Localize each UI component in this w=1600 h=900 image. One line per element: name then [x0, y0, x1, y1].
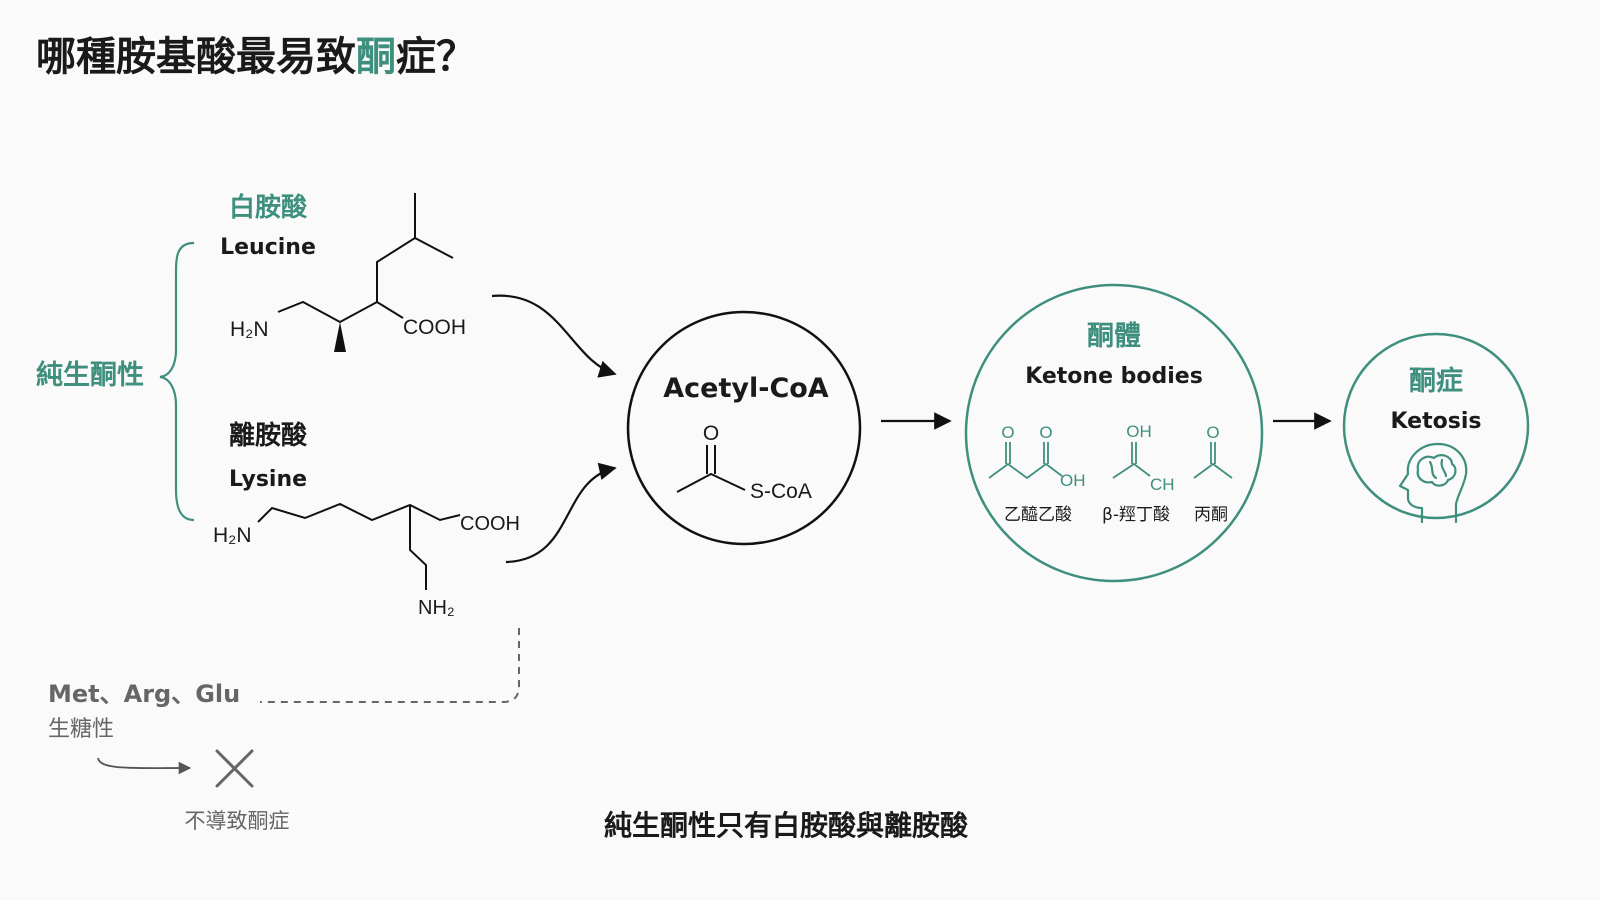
- acetoacetate-structure: [988, 442, 1063, 480]
- hydroxybutyrate-ch: CH: [1150, 475, 1175, 494]
- ketone-bodies-en: Ketone bodies: [1025, 364, 1203, 389]
- ketone-bodies-zh: 酮體: [1087, 321, 1141, 352]
- leucine-wedge-bond: [334, 322, 346, 352]
- acetyl-coa-label: Acetyl-CoA: [663, 373, 829, 404]
- glucogenic-dashed-connector: [260, 628, 520, 703]
- leucine-carboxyl: COOH: [403, 316, 466, 339]
- acetone-structure: [1193, 442, 1233, 479]
- group-brace: [159, 241, 195, 522]
- lysine-to-acetylcoa-arrow: [505, 462, 617, 564]
- leucine-amine: H₂N: [230, 318, 268, 341]
- acetoacetate-oxygen-2: O: [1039, 423, 1052, 442]
- ketosis-zh: 酮症: [1409, 366, 1463, 397]
- acetone-label: 丙酮: [1194, 505, 1228, 525]
- acetyl-coa-node: [626, 310, 862, 546]
- acetyl-coa-oxygen: O: [703, 422, 719, 445]
- glucogenic-label: 生糖性: [48, 717, 114, 742]
- glucogenic-result: 不導致酮症: [185, 809, 290, 833]
- page-title: 哪種胺基酸最易致酮症？: [36, 34, 476, 80]
- acetyl-coa-structure: [676, 445, 746, 493]
- leucine-zh-name: 白胺酸: [229, 192, 308, 223]
- hydroxybutyrate-hydroxyl: OH: [1126, 422, 1152, 441]
- lysine-zh-name: 離胺酸: [229, 420, 308, 451]
- acetoacetate-hydroxyl: OH: [1060, 471, 1086, 490]
- acetoacetate-oxygen-1: O: [1001, 423, 1014, 442]
- leucine-en-name: Leucine: [220, 235, 316, 260]
- glucogenic-result-arrow: [97, 757, 192, 775]
- leucine-to-acetylcoa-arrow: [491, 294, 617, 378]
- ketogenic-group-label: 純生酮性: [36, 359, 144, 391]
- conclusion-text: 純生酮性只有白胺酸與離胺酸: [604, 809, 969, 842]
- cross-icon: [215, 749, 254, 788]
- lysine-side-amine: NH₂: [418, 597, 455, 619]
- acetyl-coa-thioester: S-CoA: [750, 480, 812, 503]
- glucogenic-amino-acids: Met、Arg、Glu: [48, 680, 240, 708]
- lysine-amine: H₂N: [213, 524, 251, 547]
- ketosis-node: [1342, 332, 1530, 520]
- ketone-bodies-node: [964, 283, 1264, 583]
- lysine-carboxyl: COOH: [460, 513, 520, 535]
- lysine-en-name: Lysine: [229, 467, 307, 492]
- acetone-oxygen: O: [1206, 423, 1219, 442]
- acetoacetate-label: 乙醯乙酸: [1004, 505, 1072, 525]
- beta-hydroxybutyrate-label: β-羥丁酸: [1102, 505, 1170, 525]
- lysine-structure: [257, 502, 461, 590]
- beta-hydroxybutyrate-structure: [1112, 442, 1151, 479]
- head-brain-icon: [1398, 442, 1468, 524]
- ketosis-en: Ketosis: [1391, 409, 1482, 434]
